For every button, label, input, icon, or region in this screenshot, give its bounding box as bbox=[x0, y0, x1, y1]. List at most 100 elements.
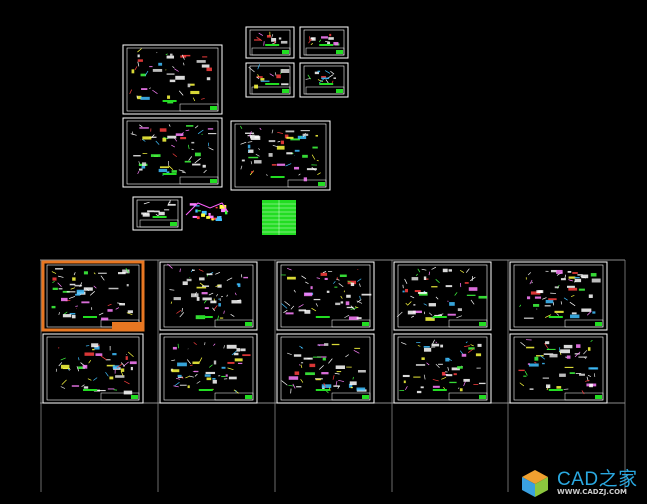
drawing-detail bbox=[141, 212, 150, 215]
drawing-detail bbox=[466, 294, 476, 296]
drawing-detail bbox=[311, 37, 316, 41]
title-block-mark bbox=[318, 182, 325, 186]
drawing-detail bbox=[130, 366, 133, 371]
drawing-detail bbox=[468, 347, 475, 350]
drawing-detail bbox=[83, 287, 93, 291]
drawing-line bbox=[173, 385, 179, 388]
drawing-line bbox=[165, 53, 168, 56]
drawing-line bbox=[428, 312, 433, 316]
drawing-detail bbox=[542, 377, 550, 379]
drawing-line bbox=[172, 153, 177, 158]
drawing-detail bbox=[109, 376, 114, 380]
drawing-detail bbox=[243, 276, 249, 279]
drawing-line bbox=[456, 315, 463, 319]
drawing-detail bbox=[413, 376, 421, 378]
drawing-detail bbox=[139, 127, 149, 129]
drawing-detail bbox=[206, 377, 212, 381]
drawing-line bbox=[423, 374, 426, 380]
drawing-detail bbox=[284, 134, 289, 139]
drawing-detail bbox=[250, 135, 260, 139]
drawing-detail bbox=[438, 363, 443, 365]
drawing-line bbox=[178, 90, 184, 96]
drawing-detail bbox=[523, 375, 527, 377]
drawing-line bbox=[139, 124, 143, 128]
selected-title-block bbox=[112, 322, 142, 329]
elevation-detail bbox=[224, 210, 228, 215]
drawing-caption-mark bbox=[315, 389, 330, 391]
drawing-detail bbox=[175, 75, 185, 80]
sheet-inner-frame bbox=[126, 120, 219, 185]
drawing-detail bbox=[170, 53, 173, 56]
drawing-line bbox=[298, 364, 301, 366]
drawing-caption-mark bbox=[319, 44, 334, 46]
drawing-detail bbox=[530, 291, 541, 295]
drawing-detail bbox=[164, 209, 170, 211]
drawing-line bbox=[196, 380, 201, 384]
drawing-detail bbox=[324, 277, 328, 280]
drawing-detail bbox=[94, 346, 100, 350]
drawing-line bbox=[329, 387, 331, 391]
drawing-detail bbox=[231, 300, 242, 304]
elevation-roof bbox=[185, 202, 229, 216]
drawing-detail bbox=[137, 54, 140, 58]
drawing-detail bbox=[347, 280, 357, 285]
drawing-detail bbox=[542, 362, 545, 365]
drawing-line bbox=[100, 355, 107, 361]
drawing-detail bbox=[242, 354, 251, 357]
drawing-line bbox=[266, 174, 268, 177]
drawing-line bbox=[187, 144, 190, 150]
drawing-line bbox=[404, 278, 408, 284]
drawing-line bbox=[281, 380, 288, 386]
drawing-detail bbox=[300, 362, 304, 364]
drawing-line bbox=[421, 268, 427, 271]
drawing-detail bbox=[478, 295, 488, 299]
drawing-detail bbox=[529, 388, 534, 390]
title-block-mark bbox=[210, 106, 217, 110]
drawing-line bbox=[174, 68, 179, 72]
drawing-line bbox=[300, 379, 304, 383]
drawing-line bbox=[519, 382, 525, 387]
drawing-detail bbox=[328, 37, 334, 40]
drawing-line bbox=[116, 363, 123, 369]
drawing-line bbox=[340, 295, 343, 299]
drawing-line bbox=[338, 379, 345, 382]
drawing-line bbox=[410, 295, 415, 299]
drawing-detail bbox=[317, 344, 325, 346]
drawing-detail bbox=[219, 317, 224, 319]
drawing-detail bbox=[137, 95, 142, 100]
drawing-detail bbox=[423, 276, 427, 280]
drawing-detail bbox=[71, 314, 76, 319]
drawing-line bbox=[428, 271, 431, 276]
drawing-line bbox=[359, 283, 361, 287]
drawing-detail bbox=[590, 273, 597, 277]
elevation-detail bbox=[217, 216, 222, 220]
drawing-line bbox=[465, 341, 468, 344]
drawing-detail bbox=[446, 374, 453, 377]
drawing-detail bbox=[202, 56, 208, 58]
drawing-detail bbox=[545, 341, 550, 345]
drawing-line bbox=[257, 64, 260, 70]
drawing-line bbox=[353, 349, 360, 354]
drawing-detail bbox=[591, 278, 601, 283]
drawing-detail bbox=[569, 372, 575, 374]
drawing-detail bbox=[107, 309, 113, 312]
drawing-detail bbox=[285, 130, 295, 133]
drawing-detail bbox=[227, 361, 235, 364]
drawing-detail bbox=[260, 78, 265, 81]
elevation-detail bbox=[197, 210, 201, 212]
drawing-detail bbox=[206, 67, 212, 72]
elevation-detail bbox=[219, 204, 227, 209]
title-block bbox=[564, 392, 604, 401]
drawing-detail bbox=[304, 309, 311, 314]
drawing-detail bbox=[317, 356, 327, 358]
title-block bbox=[331, 319, 371, 328]
drawing-detail bbox=[119, 303, 126, 306]
drawing-detail bbox=[421, 357, 425, 360]
drawing-detail bbox=[477, 343, 482, 347]
title-block-mark bbox=[170, 222, 177, 226]
title-block-mark bbox=[245, 395, 252, 399]
drawing-detail bbox=[534, 356, 539, 361]
drawing-detail bbox=[108, 287, 119, 290]
